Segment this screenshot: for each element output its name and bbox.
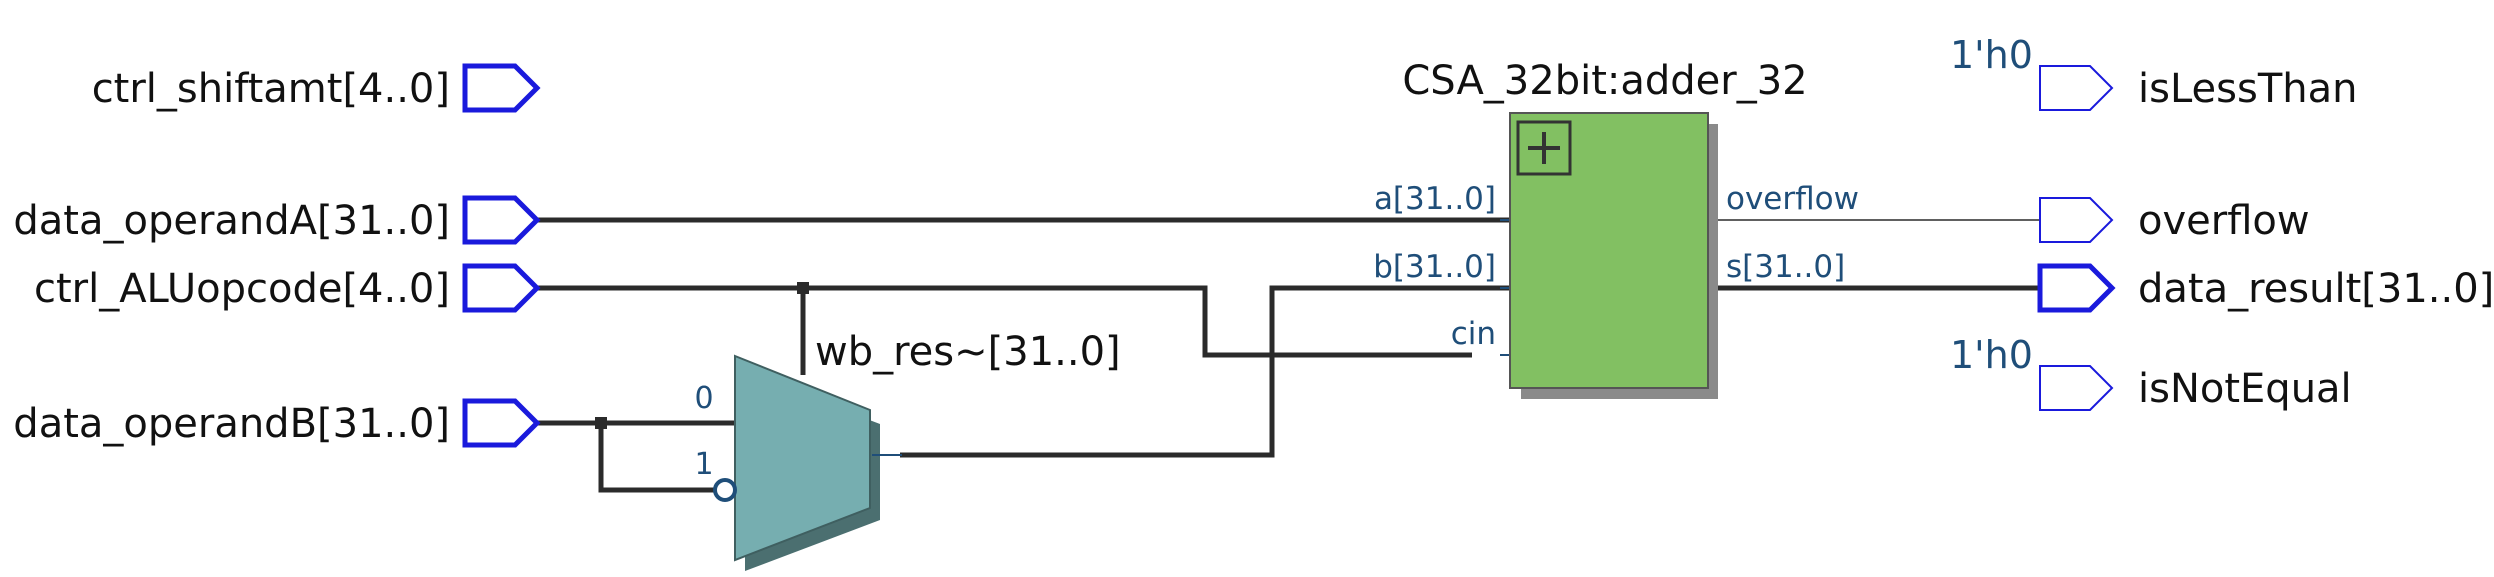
- mux-input-0-label: 0: [694, 381, 713, 416]
- output-port-isNotEqual[interactable]: [2039, 365, 2114, 411]
- adder-pin-s-label: s[31..0]: [1726, 249, 1845, 285]
- mux-invert-bubble: [713, 478, 737, 502]
- wire-aluopcode: [537, 285, 1472, 358]
- adder-pin-b-label: b[31..0]: [1373, 249, 1496, 285]
- output-port-data-result[interactable]: [2037, 263, 2116, 313]
- mux-name-label: wb_res~[31..0]: [815, 329, 1121, 375]
- mux-input-1-label: 1: [694, 447, 713, 482]
- output-label-overflow: overflow: [2138, 198, 2310, 244]
- output-port-isLessThan[interactable]: [2039, 65, 2114, 111]
- plus-icon[interactable]: [1516, 120, 1572, 176]
- adder-pin-overflow-label: overflow: [1726, 181, 1859, 217]
- output-port-overflow[interactable]: [2039, 197, 2114, 243]
- input-port-operandB[interactable]: [462, 398, 541, 448]
- adder-block[interactable]: [1509, 112, 1718, 399]
- junction-operandB: [595, 417, 607, 429]
- input-port-aluopcode[interactable]: [462, 263, 541, 313]
- mux-wb-res[interactable]: [713, 354, 902, 571]
- wire-operandB-in1: [598, 423, 715, 493]
- junction-select: [797, 282, 809, 294]
- output-label-isNotEqual: isNotEqual: [2138, 366, 2352, 412]
- adder-title: CSA_32bit:adder_32: [1402, 58, 1807, 104]
- input-port-operandA[interactable]: [462, 195, 541, 245]
- input-label-aluopcode: ctrl_ALUopcode[4..0]: [34, 266, 450, 312]
- const-isLessThan: 1'h0: [1950, 33, 2033, 77]
- input-label-operandA: data_operandA[31..0]: [13, 198, 450, 244]
- adder-pin-a-label: a[31..0]: [1374, 181, 1496, 217]
- input-label-shiftamt: ctrl_shiftamt[4..0]: [92, 66, 450, 112]
- wires: [537, 217, 2040, 493]
- adder-pin-cin-label: cin: [1451, 316, 1496, 352]
- output-label-data-result: data_result[31..0]: [2138, 266, 2494, 312]
- wire-mux-out: [900, 285, 1538, 458]
- const-isNotEqual: 1'h0: [1950, 333, 2033, 377]
- output-label-isLessThan: isLessThan: [2138, 66, 2357, 112]
- input-port-shiftamt[interactable]: [462, 63, 541, 113]
- input-label-operandB: data_operandB[31..0]: [13, 401, 450, 447]
